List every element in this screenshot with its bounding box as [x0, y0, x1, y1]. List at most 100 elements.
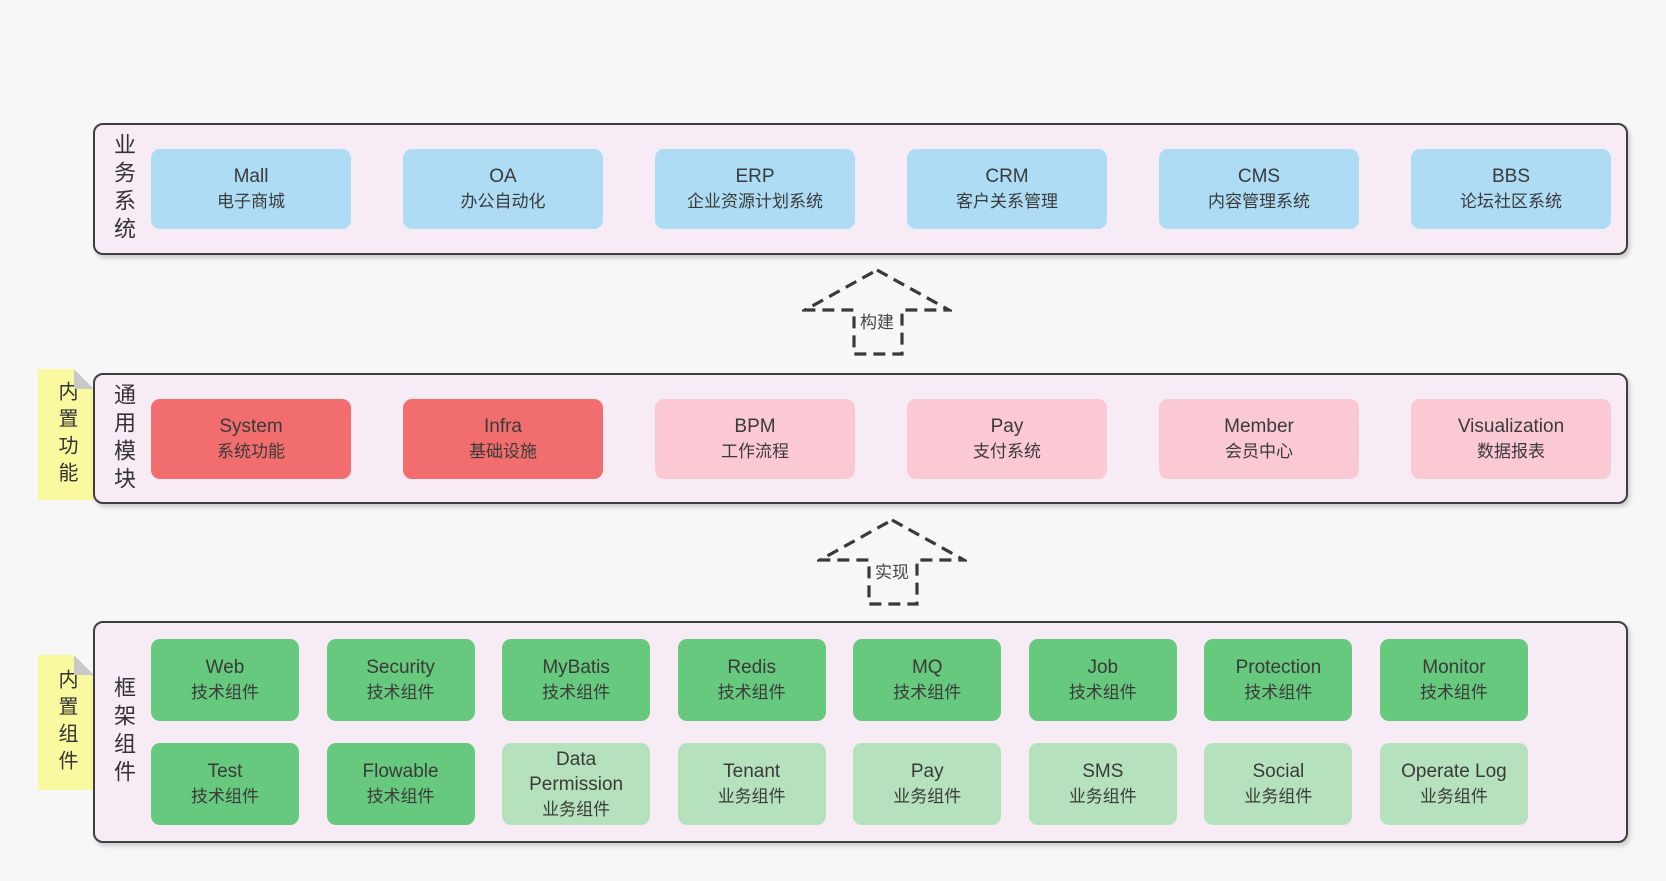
module-card-title: BPM	[734, 415, 776, 437]
module-card-subtitle: 工作流程	[721, 441, 789, 461]
module-card-title: Security	[366, 657, 435, 678]
module-card-subtitle: 技术组件	[366, 787, 435, 806]
module-card-title: CRM	[985, 166, 1029, 187]
sticky-note-builtin-features: 内置功能	[38, 369, 94, 500]
arrow-implement: 实现	[817, 518, 967, 606]
module-card-title: Data Permission	[529, 748, 624, 795]
band-label-text: 框架组件	[111, 676, 136, 788]
module-card-pay: Pay 业务组件	[853, 743, 1002, 825]
arrow-build: 构建	[802, 268, 952, 356]
module-card-title: Visualization	[1457, 415, 1565, 437]
module-card-title: Web	[205, 657, 245, 678]
module-card-subtitle: 数据报表	[1477, 441, 1545, 461]
module-card-subtitle: 会员中心	[1225, 441, 1293, 461]
band-business-systems: 业务系统 Mall 电子商城 OA 办公自动化 ERP 企业资源计划系统 CRM 客户关系管理…	[93, 123, 1628, 255]
band-label: 业务系统	[95, 125, 151, 253]
module-card-title: Member	[1224, 415, 1294, 437]
band-label-text: 通用模块	[111, 382, 136, 495]
module-card-subtitle: 技术组件	[191, 787, 259, 806]
module-card-subtitle: 业务组件	[1419, 787, 1488, 806]
module-card-title: Protection	[1235, 657, 1322, 678]
band-label-text: 业务系统	[111, 133, 136, 245]
module-card-erp: ERP 企业资源计划系统	[655, 149, 855, 229]
module-card-title: Mall	[233, 166, 269, 187]
module-card-subtitle: 技术组件	[717, 683, 786, 702]
module-card-subtitle: 业务组件	[893, 787, 962, 806]
module-card-sms: SMS 业务组件	[1028, 743, 1177, 825]
module-card-monitor: Monitor 技术组件	[1379, 639, 1528, 721]
module-card-subtitle: 业务组件	[1244, 787, 1313, 806]
module-card-title: Pay	[990, 415, 1024, 437]
module-card-subtitle: 客户关系管理	[956, 192, 1058, 211]
module-card-subtitle: 技术组件	[542, 683, 611, 702]
module-card-title: OA	[489, 166, 517, 187]
module-card-title: Social	[1252, 761, 1305, 782]
module-card-visualization: Visualization 数据报表	[1411, 398, 1611, 479]
module-card-subtitle: 支付系统	[973, 441, 1041, 461]
module-card-subtitle: 业务组件	[1068, 787, 1137, 806]
module-card-protection: Protection 技术组件	[1204, 639, 1353, 721]
module-card-title: MQ	[911, 657, 943, 678]
module-card-title: BBS	[1491, 166, 1531, 187]
module-card-title: System	[219, 415, 283, 437]
module-card-subtitle: 电子商城	[217, 192, 285, 211]
arrow-label: 实现	[872, 562, 912, 583]
arrow-label: 构建	[857, 312, 897, 333]
note-fold-icon	[74, 655, 94, 675]
module-card-title: Infra	[483, 415, 523, 437]
module-card-subtitle: 技术组件	[1244, 683, 1313, 702]
band-label: 通用模块	[95, 375, 151, 502]
module-card-title: Redis	[727, 657, 776, 678]
module-card-title: Operate Log	[1401, 761, 1507, 782]
module-card-title: ERP	[735, 166, 775, 187]
module-card-job: Job 技术组件	[1028, 639, 1177, 721]
module-card-social: Social 业务组件	[1204, 743, 1353, 825]
module-card-title: SMS	[1082, 761, 1124, 782]
module-card-subtitle: 企业资源计划系统	[687, 192, 823, 211]
module-card-subtitle: 基础设施	[469, 441, 537, 461]
module-card-subtitle: 技术组件	[366, 683, 435, 702]
module-card-title: Flowable	[362, 761, 439, 782]
module-card-mall: Mall 电子商城	[151, 149, 351, 229]
module-card-subtitle: 办公自动化	[460, 192, 546, 211]
module-card-subtitle: 技术组件	[1419, 683, 1488, 702]
dashed-up-arrow-icon	[817, 518, 967, 606]
module-card-pay: Pay 支付系统	[907, 398, 1107, 479]
module-card-subtitle: 技术组件	[893, 683, 962, 702]
module-card-flowable: Flowable 技术组件	[326, 743, 475, 825]
module-card-title: MyBatis	[542, 657, 610, 678]
sticky-note-builtin-components: 内置组件	[38, 655, 94, 790]
module-card-subtitle: 业务组件	[542, 799, 611, 819]
band-label: 框架组件	[95, 623, 151, 841]
module-card-title: Monitor	[1422, 657, 1486, 678]
module-card-crm: CRM 客户关系管理	[907, 149, 1107, 229]
module-card-title: Pay	[910, 761, 944, 782]
module-card-title: Job	[1087, 657, 1119, 678]
module-card-security: Security 技术组件	[326, 639, 475, 721]
module-card-subtitle: 论坛社区系统	[1460, 192, 1562, 211]
module-card-subtitle: 技术组件	[1068, 683, 1137, 702]
module-card-bbs: BBS 论坛社区系统	[1411, 149, 1611, 229]
module-card-operate-log: Operate Log 业务组件	[1379, 743, 1528, 825]
module-card-subtitle: 内容管理系统	[1208, 192, 1310, 211]
module-card-mybatis: MyBatis 技术组件	[502, 639, 651, 721]
sticky-note-text: 内置功能	[55, 380, 77, 489]
sticky-note-text: 内置组件	[55, 668, 77, 777]
module-card-infra: Infra 基础设施	[403, 398, 603, 479]
module-card-title: Tenant	[723, 761, 781, 782]
